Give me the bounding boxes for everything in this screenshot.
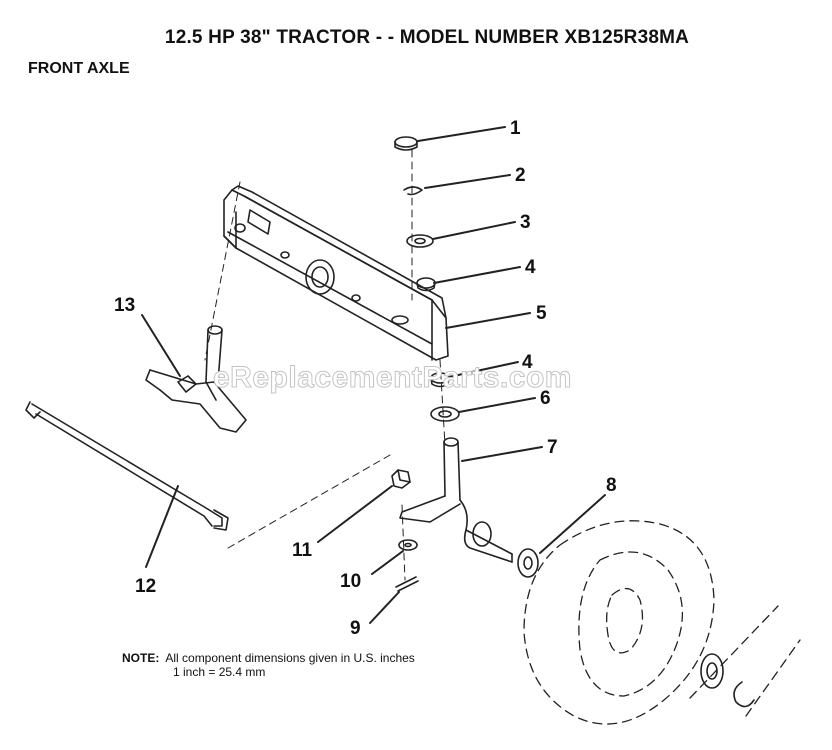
callout-8: 8 [606,475,617,496]
callout-13: 13 [114,295,135,316]
part-e-ring [403,186,423,196]
section-title: FRONT AXLE [28,60,130,77]
callout-labels: 1 2 3 4 5 4 6 7 8 9 10 11 12 13 [114,118,617,639]
note-line-2: 1 inch = 25.4 mm [173,665,266,679]
part-bushing-upper [416,277,436,292]
part-washer-10 [398,539,418,551]
note-block: NOTE: All component dimensions given in U… [122,651,415,679]
part-washer-3 [406,234,434,248]
callout-5: 5 [536,303,547,324]
part-washer-6 [430,406,460,422]
callout-1: 1 [510,118,521,139]
callout-6: 6 [540,388,551,409]
note-label: NOTE: [122,651,160,665]
part-washer-8 [517,548,539,578]
callout-12: 12 [135,576,156,597]
part-spindle-right [399,437,513,563]
callout-2: 2 [515,165,526,186]
leader-lines [141,126,606,624]
part-hub-clip [733,681,755,708]
part-spindle-left [145,325,247,433]
callout-4a: 4 [525,257,536,278]
part-drag-link [25,401,229,531]
tire [523,520,801,725]
part-cotter-pin [395,576,419,592]
callout-11: 11 [292,540,313,561]
page-title: 12.5 HP 38" TRACTOR - - MODEL NUMBER XB1… [164,27,690,48]
callout-10: 10 [340,571,361,592]
callout-4b: 4 [522,352,533,373]
callout-9: 9 [350,618,361,639]
callout-7: 7 [547,437,558,458]
axle-beam [223,185,449,361]
part-cap [394,136,418,151]
watermark: eReplacementParts.com [213,361,573,395]
callout-3: 3 [520,212,531,233]
assembly-guide-lines [204,149,446,581]
note-line-1: All component dimensions given in U.S. i… [165,651,415,665]
part-nut [391,469,411,489]
part-hub-washer [700,653,724,689]
